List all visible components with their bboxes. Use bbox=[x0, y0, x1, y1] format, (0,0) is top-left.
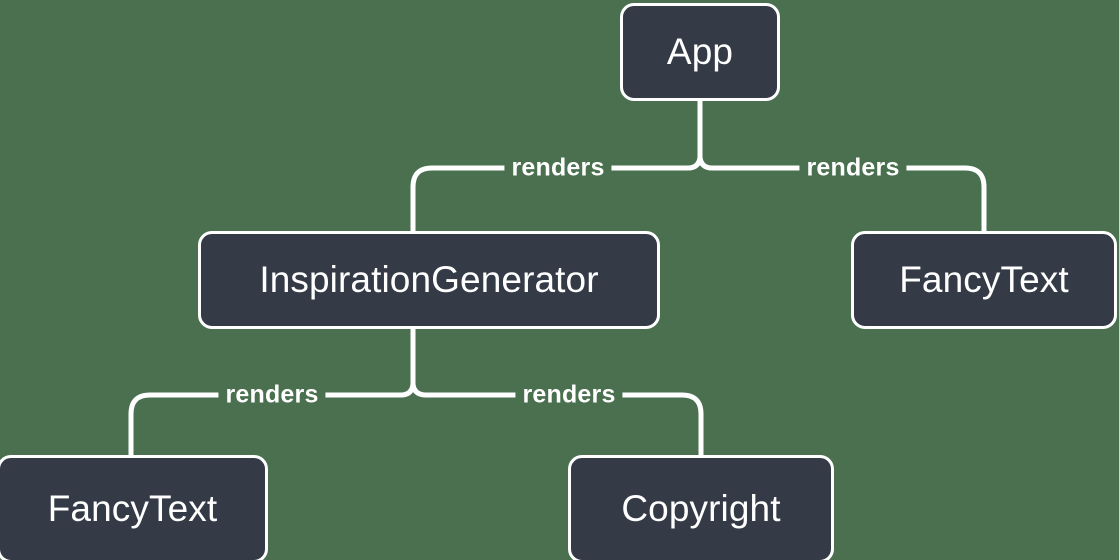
node-app[interactable]: App bbox=[620, 3, 780, 101]
node-copyright[interactable]: Copyright bbox=[568, 455, 834, 560]
node-fancytext-bottom[interactable]: FancyText bbox=[0, 455, 268, 560]
node-inspiration-generator[interactable]: InspirationGenerator bbox=[198, 231, 660, 329]
edge-app-tee bbox=[685, 154, 715, 171]
node-copyright-label: Copyright bbox=[621, 488, 781, 529]
edge-label-inspiration-generator-to-fancytext-bottom: renders bbox=[218, 382, 326, 408]
node-inspiration-generator-label: InspirationGenerator bbox=[259, 259, 599, 300]
node-fancytext-right[interactable]: FancyText bbox=[851, 231, 1117, 329]
node-app-label: App bbox=[666, 31, 734, 72]
edge-label-app-to-inspiration-generator: renders bbox=[504, 155, 612, 181]
edge-inspiration-generator-tee bbox=[398, 381, 429, 398]
edge-label-inspiration-generator-to-copyright: renders bbox=[515, 382, 623, 408]
edge-label-app-to-fancytext-right: renders bbox=[799, 155, 907, 181]
node-fancytext-bottom-label: FancyText bbox=[47, 488, 218, 529]
node-fancytext-right-label: FancyText bbox=[899, 259, 1069, 300]
